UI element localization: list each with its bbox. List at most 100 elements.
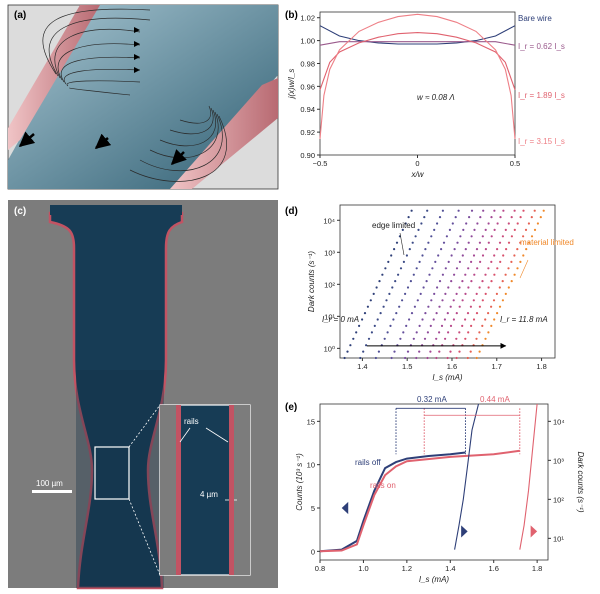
field-arrow bbox=[134, 67, 140, 73]
data-point bbox=[467, 241, 470, 244]
current-arrow-right bbox=[170, 149, 187, 166]
y-tick-label: 0.90 bbox=[300, 151, 315, 160]
data-point bbox=[450, 254, 453, 257]
series-line bbox=[319, 32, 516, 90]
data-point bbox=[446, 356, 449, 360]
data-point bbox=[455, 267, 459, 270]
edge-pointer bbox=[399, 232, 405, 256]
data-point bbox=[481, 324, 484, 327]
data-point bbox=[510, 260, 513, 263]
data-point bbox=[358, 324, 361, 327]
series-line bbox=[319, 41, 516, 46]
data-point bbox=[510, 235, 513, 238]
x-axis-label: x/w bbox=[411, 170, 425, 179]
field-arrow bbox=[134, 54, 140, 60]
data-point bbox=[386, 331, 389, 334]
zoom-box bbox=[94, 446, 130, 500]
y-right-tick-label: 10⁴ bbox=[553, 417, 565, 426]
zoom-guide-bottom bbox=[128, 498, 161, 576]
y-tick-label: 0.96 bbox=[300, 82, 315, 91]
data-point bbox=[475, 292, 478, 295]
x-tick-label: 1.6 bbox=[488, 564, 498, 573]
data-point bbox=[412, 273, 415, 276]
x-tick-label: −0.5 bbox=[313, 159, 328, 168]
data-point bbox=[393, 248, 396, 251]
data-point bbox=[367, 337, 371, 340]
y-tick-label: 10⁰ bbox=[324, 344, 335, 353]
data-point bbox=[467, 267, 470, 270]
data-point bbox=[402, 260, 405, 263]
rails-label: rails bbox=[184, 417, 199, 426]
y-tick-label: 5 bbox=[311, 504, 315, 513]
series-line bbox=[319, 13, 516, 140]
x-tick-label: 0.5 bbox=[510, 159, 520, 168]
data-point bbox=[493, 228, 496, 231]
data-point bbox=[453, 248, 456, 251]
data-point bbox=[484, 248, 487, 251]
x-tick-label: 1.2 bbox=[402, 564, 412, 573]
data-point bbox=[524, 228, 528, 231]
series-line bbox=[319, 451, 466, 553]
series-line bbox=[519, 403, 538, 550]
data-point bbox=[432, 318, 435, 321]
data-point bbox=[422, 286, 425, 289]
data-point bbox=[361, 318, 364, 321]
data-point bbox=[484, 337, 487, 340]
data-point bbox=[424, 312, 427, 315]
data-point bbox=[421, 318, 424, 321]
y-axis-label: Dark counts (s⁻¹) bbox=[307, 251, 316, 312]
data-point bbox=[447, 331, 450, 334]
data-point bbox=[370, 331, 373, 334]
data-point bbox=[498, 241, 502, 244]
y-axis-label: Counts (10³ s⁻¹) bbox=[295, 453, 304, 511]
data-point bbox=[502, 209, 505, 212]
data-point bbox=[390, 356, 393, 360]
data-point bbox=[349, 344, 352, 347]
data-point bbox=[415, 331, 418, 334]
data-point bbox=[530, 235, 534, 238]
data-point bbox=[478, 241, 481, 244]
data-point bbox=[490, 260, 493, 263]
data-point bbox=[476, 222, 479, 225]
x-tick-label: 0.8 bbox=[315, 564, 325, 573]
data-point bbox=[464, 292, 467, 295]
data-point bbox=[513, 254, 516, 257]
data-point bbox=[374, 356, 377, 360]
data-point bbox=[501, 235, 504, 238]
data-point bbox=[438, 280, 442, 283]
data-point bbox=[510, 216, 513, 219]
data-point bbox=[378, 280, 381, 283]
data-point bbox=[496, 222, 499, 225]
data-point bbox=[467, 286, 470, 289]
data-point bbox=[516, 267, 519, 270]
data-point bbox=[441, 299, 444, 302]
data-point bbox=[438, 350, 441, 353]
y-tick-label: 0.92 bbox=[300, 128, 315, 137]
data-point bbox=[487, 241, 490, 244]
data-point bbox=[464, 273, 467, 276]
data-point bbox=[379, 312, 382, 315]
data-point bbox=[487, 267, 490, 270]
data-point bbox=[389, 324, 392, 327]
data-point bbox=[435, 312, 438, 315]
data-point bbox=[443, 318, 446, 321]
rails-on-label: rails on bbox=[370, 481, 396, 490]
data-point bbox=[426, 209, 429, 212]
x-tick-label: 1.5 bbox=[402, 362, 412, 371]
data-point bbox=[398, 305, 401, 308]
data-point bbox=[445, 235, 448, 238]
field-lines-left bbox=[42, 8, 151, 96]
material-pointer bbox=[519, 259, 529, 279]
data-point bbox=[359, 356, 362, 360]
gap-label: 4 µm bbox=[200, 490, 218, 499]
data-point bbox=[449, 305, 452, 308]
device-channel bbox=[48, 211, 184, 590]
field-arrow bbox=[134, 27, 140, 33]
data-point bbox=[457, 209, 460, 212]
data-point bbox=[427, 305, 430, 308]
current-arrow-center bbox=[94, 133, 112, 149]
data-point bbox=[461, 299, 464, 302]
